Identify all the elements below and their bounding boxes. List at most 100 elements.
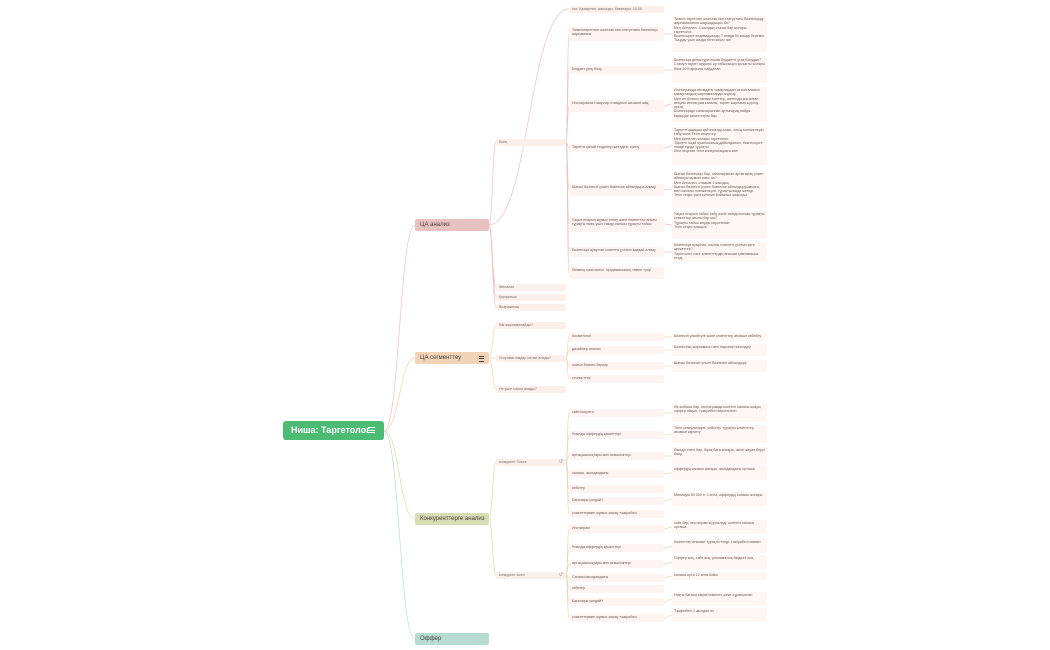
pain-question-8[interactable]: Өнімнің сапа кепілі, продажасының төмен … [569,267,664,279]
node-label: Минимум 50 000 тг 3 апта, оффердің сапас… [674,493,763,497]
c2-aspect-3[interactable]: артықшылықтары мен кемшіліктері [569,560,664,568]
node-label: Шағын бизнесін үлкен бизнеске айналдыру [674,361,747,365]
node-label: Уақыт отырып табыс табу және тиімді сынш… [674,212,765,229]
node-label: Таргетті қалай тезделеуі жетедігін түсін… [572,145,640,149]
ca-objections-node[interactable]: Возражения [496,304,566,311]
pain-answer-3[interactable]: Инстаграмда ағымдағы товарлардан сатып а… [672,87,767,122]
pain-question-7[interactable]: Бизнесіңіз ауырлап клиентті ұтатын жағда… [569,247,664,257]
connector-c1-6 [565,461,570,515]
link-icon[interactable]: ↺ [558,459,563,465]
connector-pain-answer-4 [663,188,673,191]
menu-icon[interactable] [479,355,484,364]
connector-root-competitors [383,430,416,520]
connector-seg-2 [488,357,497,390]
connector-pain-answer-5 [663,223,673,226]
node-label: Услугами кімдер сатып алады? [499,356,552,360]
c2-answer-2[interactable]: Клиенттер ағымын тұрақты етеді, тәжірибе… [672,539,767,553]
category-competitors[interactable]: Конкуренттерге анализ [415,513,489,525]
node-label: Тәжірибесі 1 жылдан аз [674,609,714,613]
connector-seg-0 [488,324,497,359]
pain-question-5[interactable]: Шағын бизнесті үлкен бизнеске айналдыра … [569,184,664,196]
ca-fears-node[interactable]: Қорқыныш [496,294,566,301]
node-label: конкурент Ольга [499,460,527,464]
c1-aspect-1[interactable]: сайт/соцсети [569,409,664,417]
node-label: оффердің сапасы жоғары, жылдамдығы орташ… [674,467,755,471]
pain-answer-5[interactable]: Шағын бизнесіңіз бар, сапаларынан артығы… [672,171,767,208]
competitor-2-node[interactable]: конкурент Асел ↺ [496,572,566,579]
c1-aspect-2[interactable]: Ұсынды оффердің қасиеттері [569,431,664,439]
pain-answer-4[interactable]: Таргетті қазақша қай өткенді алып, оның … [672,127,767,165]
c2-aspect-5[interactable]: кейстер [569,585,664,593]
connector-root-offer [383,430,416,640]
category-label: ЦА сегменттеу [420,355,462,361]
category-offer[interactable]: Оффер [415,633,489,645]
c2-aspect-1[interactable]: Инстаграм [569,525,664,533]
c2-answer-1[interactable]: сайт бар, инстаграм жүргізіледі, контент… [672,520,767,534]
c1-aspect-5[interactable]: кейстер [569,485,664,493]
root-node[interactable]: Ниша: Таргетолог [283,421,384,440]
connector-c1-ans-5 [663,498,673,502]
c1-answer-2[interactable]: Тегін консультация, кейстер, тұрақты кли… [672,425,767,443]
c1-answer-6[interactable]: Минимум 50 000 тг 3 апта, оффердің сапас… [672,492,767,506]
pain-answer-2[interactable]: Бизнесіңіз делистура ешкім бюджетті ұтақ… [672,57,767,83]
node-label: Өз жобасы бар, инстаграмда контент сапас… [674,405,762,414]
c2-answer-3[interactable]: Оффер жоқ, сайт жоқ, рекламалық бюджет ж… [672,555,767,569]
c2-aspect-4[interactable]: Сапасы/жылдамдығы [569,574,664,582]
ca-pain-node[interactable]: Боль [496,139,566,146]
segment-what-node[interactable]: Не үшін сатып алады? [496,386,566,393]
pain-question-1[interactable]: Тиімсізтаргетинг шығыны көп-статустағы б… [569,27,664,41]
node-label: клиенттермен жұмыс жасау тәжірибесі [572,615,637,619]
pain-answer-7[interactable]: Бизнесіңіз ауырлап, жалпы клиентті ұтаты… [672,242,767,262]
segment-item-4[interactable]: стилисттер [569,375,664,383]
link-icon[interactable]: ↺ [558,572,563,578]
pain-answer-1[interactable]: Тиімсіз таргетинг шығыны көп-статустағы … [672,16,767,52]
node-label: Бизнесіңіз ауырлап клиентті ұтатын жағда… [572,248,656,252]
menu-icon[interactable] [368,427,375,435]
node-label: кейстер [572,586,586,590]
c1-answer-1[interactable]: Өз жобасы бар, инстаграмда контент сапас… [672,404,767,422]
c1-aspect-7[interactable]: клиенттермен жұмыс жасау тәжірибесі [569,510,664,518]
category-ca-segments[interactable]: ЦА сегменттеу [415,352,489,364]
node-label: Таргетті қазақша қай өткенді алып, оның … [674,128,764,154]
segment-why-node[interactable]: Услугами кімдер сатып алады? [496,355,566,362]
ca-desires-node[interactable]: Желания [496,284,566,291]
node-label: дизайнер анализ [572,347,601,351]
segment-answer-3[interactable]: Шағын бизнесін үлкен бизнеске айналдыру [672,360,767,372]
connector-c2-2 [565,563,570,576]
node-label: Нақты бағасы көрсетілмеген, жеке сұраныс… [674,593,753,597]
category-ca-analysis[interactable]: ЦА анализ [415,219,489,231]
c2-aspect-7[interactable]: клиенттермен жұмыс жасау тәжірибесі [569,614,664,622]
node-label: Бизнесін үлкейтуге және клиенттер ағымын… [674,334,762,338]
node-label: конкурент Асел [499,573,525,577]
c1-answer-4[interactable]: оффердің сапасы жоғары, жылдамдығы орташ… [672,466,767,480]
segment-answer-1[interactable]: Бизнесін үлкейтуге және клиенттер ағымын… [672,333,767,341]
pain-question-6[interactable]: Уақыт отырып жұмыс етпеу және клиенттер … [569,217,664,232]
segment-answer-2[interactable]: Бизнесінің жарнамасы мен нарығын жетілді… [672,344,767,356]
segment-item-3[interactable]: шағын бизнес барлау [569,362,664,370]
connector-seg-item-3 [565,357,570,380]
c2-aspect-2[interactable]: Ұсынды оффердің қасиеттері [569,544,664,552]
pain-question-3[interactable]: Инстаграмға товарлар стимулын шешкен жақ… [569,100,664,112]
c2-aspect-6[interactable]: Бағалары қандай? [569,598,664,606]
c2-answer-4[interactable]: сапасы орта 12 апта бойы [672,572,767,580]
pain-question-2[interactable]: Бюджет ұтақ болу [569,66,664,74]
c1-aspect-3[interactable]: артықшылықтары мен кемшіліктері [569,452,664,460]
competitor-1-node[interactable]: конкурент Ольга ↺ [496,459,566,466]
c2-answer-6[interactable]: Нақты бағасы көрсетілмеген, жеке сұраныс… [672,592,767,606]
c2-answer-7[interactable]: Тәжірибесі 1 жылдан аз [672,608,767,622]
pain-answer-6[interactable]: Уақыт отырып табыс табу және тиімді сынш… [672,211,767,239]
c1-answer-3[interactable]: Өзіндік стилі бар, бірақ баға жоғары, же… [672,447,767,465]
connector-c2-6 [565,574,570,619]
connector-c2-ans-1 [663,545,673,549]
segment-who-node[interactable]: Кім жарнамалайды? [496,322,566,329]
segment-item-2[interactable]: дизайнер анализ [569,346,664,354]
node-label: клиенттермен жұмыс жасау тәжірибесі [572,511,637,515]
segment-item-1[interactable]: Косметолог [569,333,664,341]
connector-c2-ans-6 [663,614,673,619]
c1-aspect-4[interactable]: сапасы, жылдамдығы [569,470,664,478]
node-label: артықшылықтары мен кемшіліктері [572,453,631,457]
c1-aspect-6[interactable]: Бағалары қандай? [569,497,664,505]
ca-geo-node[interactable]: гео: Қазақстан, жасыңыз, бағалауы: 18-55 [569,6,664,13]
pain-question-4[interactable]: Таргетті қалай тезделеуі жетедігін түсін… [569,144,664,152]
category-label: Оффер [420,636,442,642]
